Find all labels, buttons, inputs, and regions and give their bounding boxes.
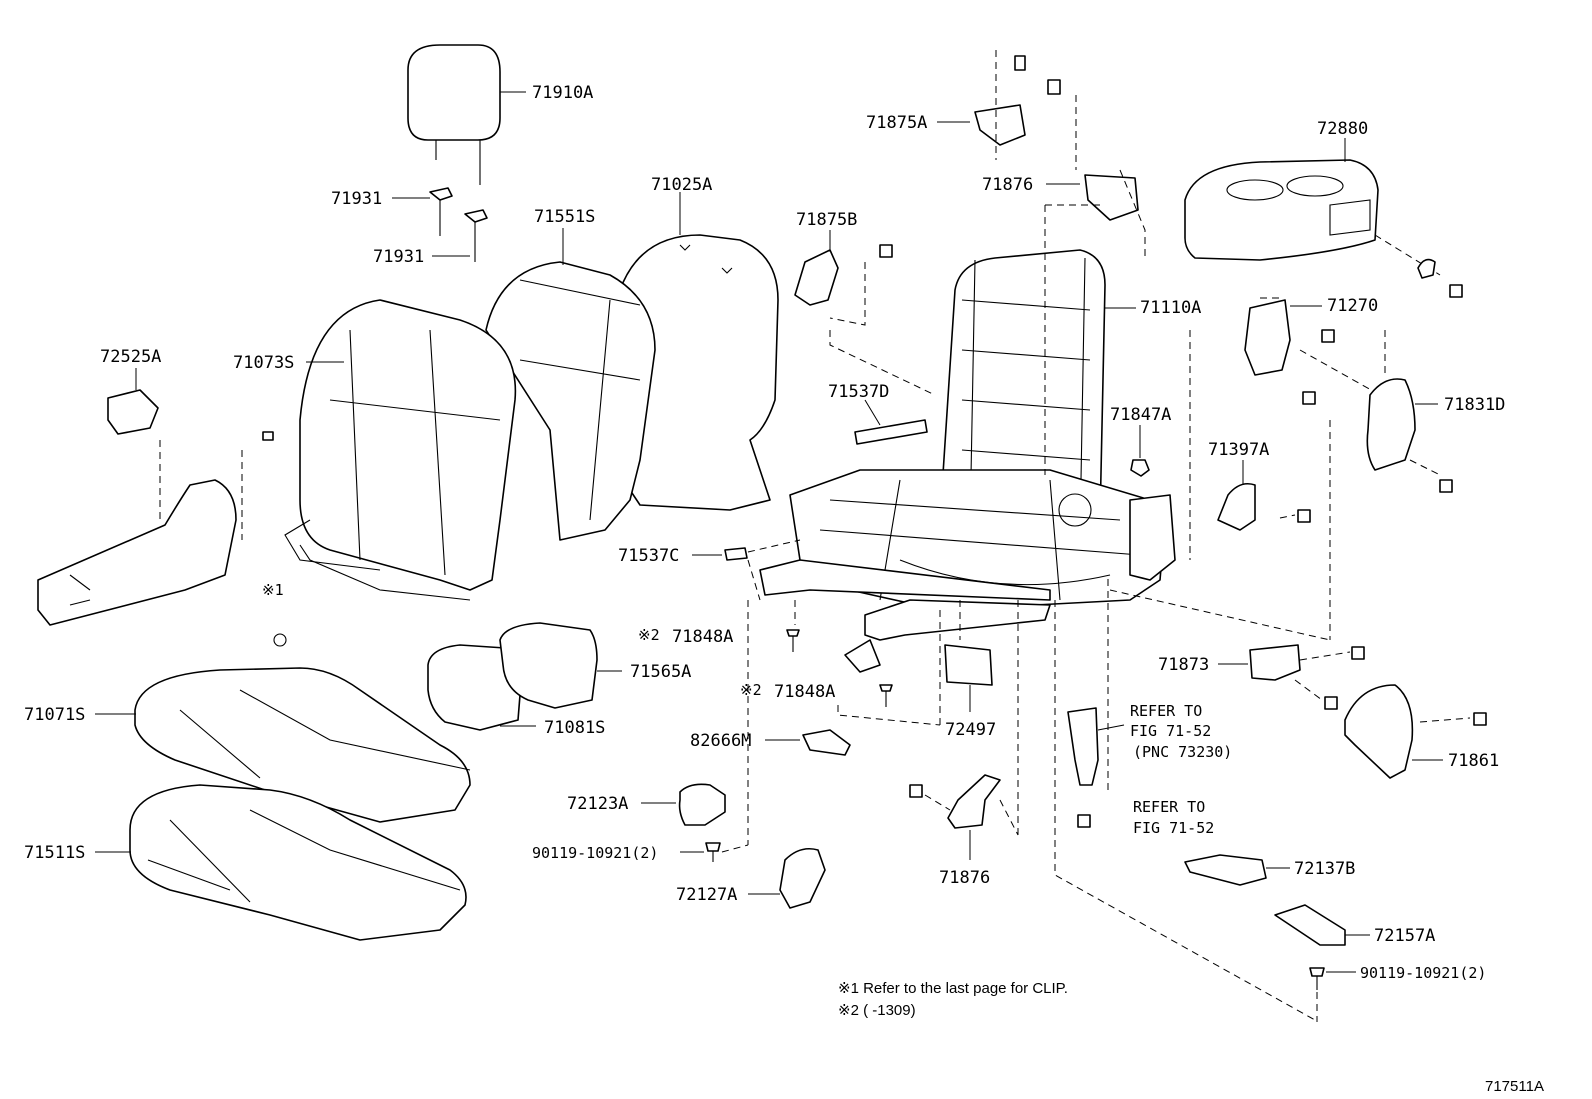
- label-71071S[interactable]: 71071S: [24, 705, 85, 725]
- cover-72123A: 72123A 90119-10921(2): [532, 783, 749, 862]
- label-71873[interactable]: 71873: [1158, 655, 1209, 675]
- label-71025A[interactable]: 71025A: [651, 175, 712, 195]
- footnotes: ※1 Refer to the last page for CLIP. ※2 (…: [838, 980, 1068, 1019]
- note-2: ※2 ( -1309): [838, 1002, 916, 1019]
- cover-72137B: 72137B: [1184, 854, 1355, 886]
- cover-72127A: 72127A: [676, 847, 826, 909]
- seat-pad-71511S: 71511S: [24, 784, 467, 941]
- label-71565A[interactable]: 71565A: [630, 662, 691, 682]
- cover-71875B: 71875B: [794, 210, 936, 396]
- label-82666M[interactable]: 82666M: [690, 731, 751, 751]
- cover-71397A: 71397A: [1208, 440, 1311, 531]
- label-72157A[interactable]: 72157A: [1374, 926, 1435, 946]
- seatback-cover-71073S: 71073S: [233, 299, 517, 601]
- label-72880[interactable]: 72880: [1317, 119, 1368, 139]
- label-71910A[interactable]: 71910A: [532, 83, 593, 103]
- label-90119-10921-b[interactable]: 90119-10921(2): [1360, 964, 1486, 982]
- label-72123A[interactable]: 72123A: [567, 794, 628, 814]
- label-71270[interactable]: 71270: [1327, 296, 1378, 316]
- label-72497[interactable]: 72497: [945, 720, 996, 740]
- label-71073S[interactable]: 71073S: [233, 353, 294, 373]
- cover-71831D: 71831D: [1366, 258, 1505, 493]
- seat-belt-ref: REFER TO FIG 71-52 (PNC 73230) REFER TO …: [1054, 575, 1316, 1021]
- ref-label-1-line1: REFER TO: [1130, 702, 1202, 720]
- seat-tracks: [759, 559, 1051, 673]
- clip-71847A: 71847A: [1110, 405, 1171, 477]
- pad-71537C: 71537C: [618, 539, 801, 601]
- bolt-71848A: ※2 71848A ※2 71848A: [638, 600, 941, 845]
- cover-71861: 71861: [1344, 684, 1499, 779]
- seatback-cover-71551S: 71551S: [485, 207, 656, 541]
- diagram-id: 717511A: [1485, 1078, 1544, 1095]
- headrest-71910A: 71910A: [407, 44, 593, 185]
- ref-label-2-line2[interactable]: FIG 71-52: [1133, 819, 1214, 837]
- headrest-guide-71931: 71931 71931: [331, 187, 488, 267]
- seat-cover-71071S: 71071S: [24, 667, 471, 823]
- cover-71875A: 71875A: [866, 50, 1077, 170]
- label-71110A[interactable]: 71110A: [1140, 298, 1201, 318]
- label-72525A[interactable]: 72525A: [100, 347, 161, 367]
- label-71551S[interactable]: 71551S: [534, 207, 595, 227]
- label-71876-bottom[interactable]: 71876: [939, 868, 990, 888]
- note-1: ※1 Refer to the last page for CLIP.: [838, 980, 1068, 997]
- label-71875A[interactable]: 71875A: [866, 113, 927, 133]
- bracket-82666M: 82666M: [690, 729, 851, 756]
- label-71831D[interactable]: 71831D: [1444, 395, 1505, 415]
- ref-label-1-line3: (PNC 73230): [1133, 743, 1232, 761]
- side-shield-72525A: 72525A: [37, 347, 274, 626]
- label-71511S[interactable]: 71511S: [24, 843, 85, 863]
- cover-71873: 71873: [1109, 420, 1365, 710]
- label-71875B[interactable]: 71875B: [796, 210, 857, 230]
- cover-71876-top: 71876: [982, 169, 1146, 475]
- bracket-71270: 71270: [1189, 296, 1381, 560]
- bolt-90119-10921-b: 90119-10921(2): [1309, 964, 1486, 1022]
- label-72127A[interactable]: 72127A: [676, 885, 737, 905]
- label-71861[interactable]: 71861: [1448, 751, 1499, 771]
- label-71081S[interactable]: 71081S: [544, 718, 605, 738]
- label-71931-a[interactable]: 71931: [331, 189, 382, 209]
- console-box-72880: 72880: [1184, 119, 1463, 298]
- label-72137B[interactable]: 72137B: [1294, 859, 1355, 879]
- seatback-pad-71025A: 71025A: [619, 175, 779, 511]
- mark-1: ※1: [262, 581, 284, 599]
- label-71537D[interactable]: 71537D: [828, 382, 889, 402]
- label-71876-top[interactable]: 71876: [982, 175, 1033, 195]
- cover-71876-bottom: 71876: [909, 774, 1019, 888]
- label-90119-10921-a[interactable]: 90119-10921(2): [532, 844, 658, 862]
- ref-label-2-line1: REFER TO: [1133, 798, 1205, 816]
- seat-frame-71110A: 71110A: [939, 249, 1201, 541]
- pad-72497: 72497: [944, 600, 1019, 835]
- label-71848A-b[interactable]: 71848A: [774, 682, 835, 702]
- label-71847A[interactable]: 71847A: [1110, 405, 1171, 425]
- protector-71537D: 71537D: [828, 382, 928, 445]
- label-71931-b[interactable]: 71931: [373, 247, 424, 267]
- label-71537C[interactable]: 71537C: [618, 546, 679, 566]
- cushion-pads-71565A-71081S: 71565A 71081S: [427, 622, 691, 738]
- mark-2-b: ※2: [740, 681, 762, 699]
- mark-2-a: ※2: [638, 626, 660, 644]
- cover-72157A: 72157A: [1274, 904, 1435, 946]
- clip-note-1: ※1: [262, 581, 287, 647]
- ref-label-1-line2[interactable]: FIG 71-52: [1130, 722, 1211, 740]
- label-71397A[interactable]: 71397A: [1208, 440, 1269, 460]
- label-71848A-a[interactable]: 71848A: [672, 627, 733, 647]
